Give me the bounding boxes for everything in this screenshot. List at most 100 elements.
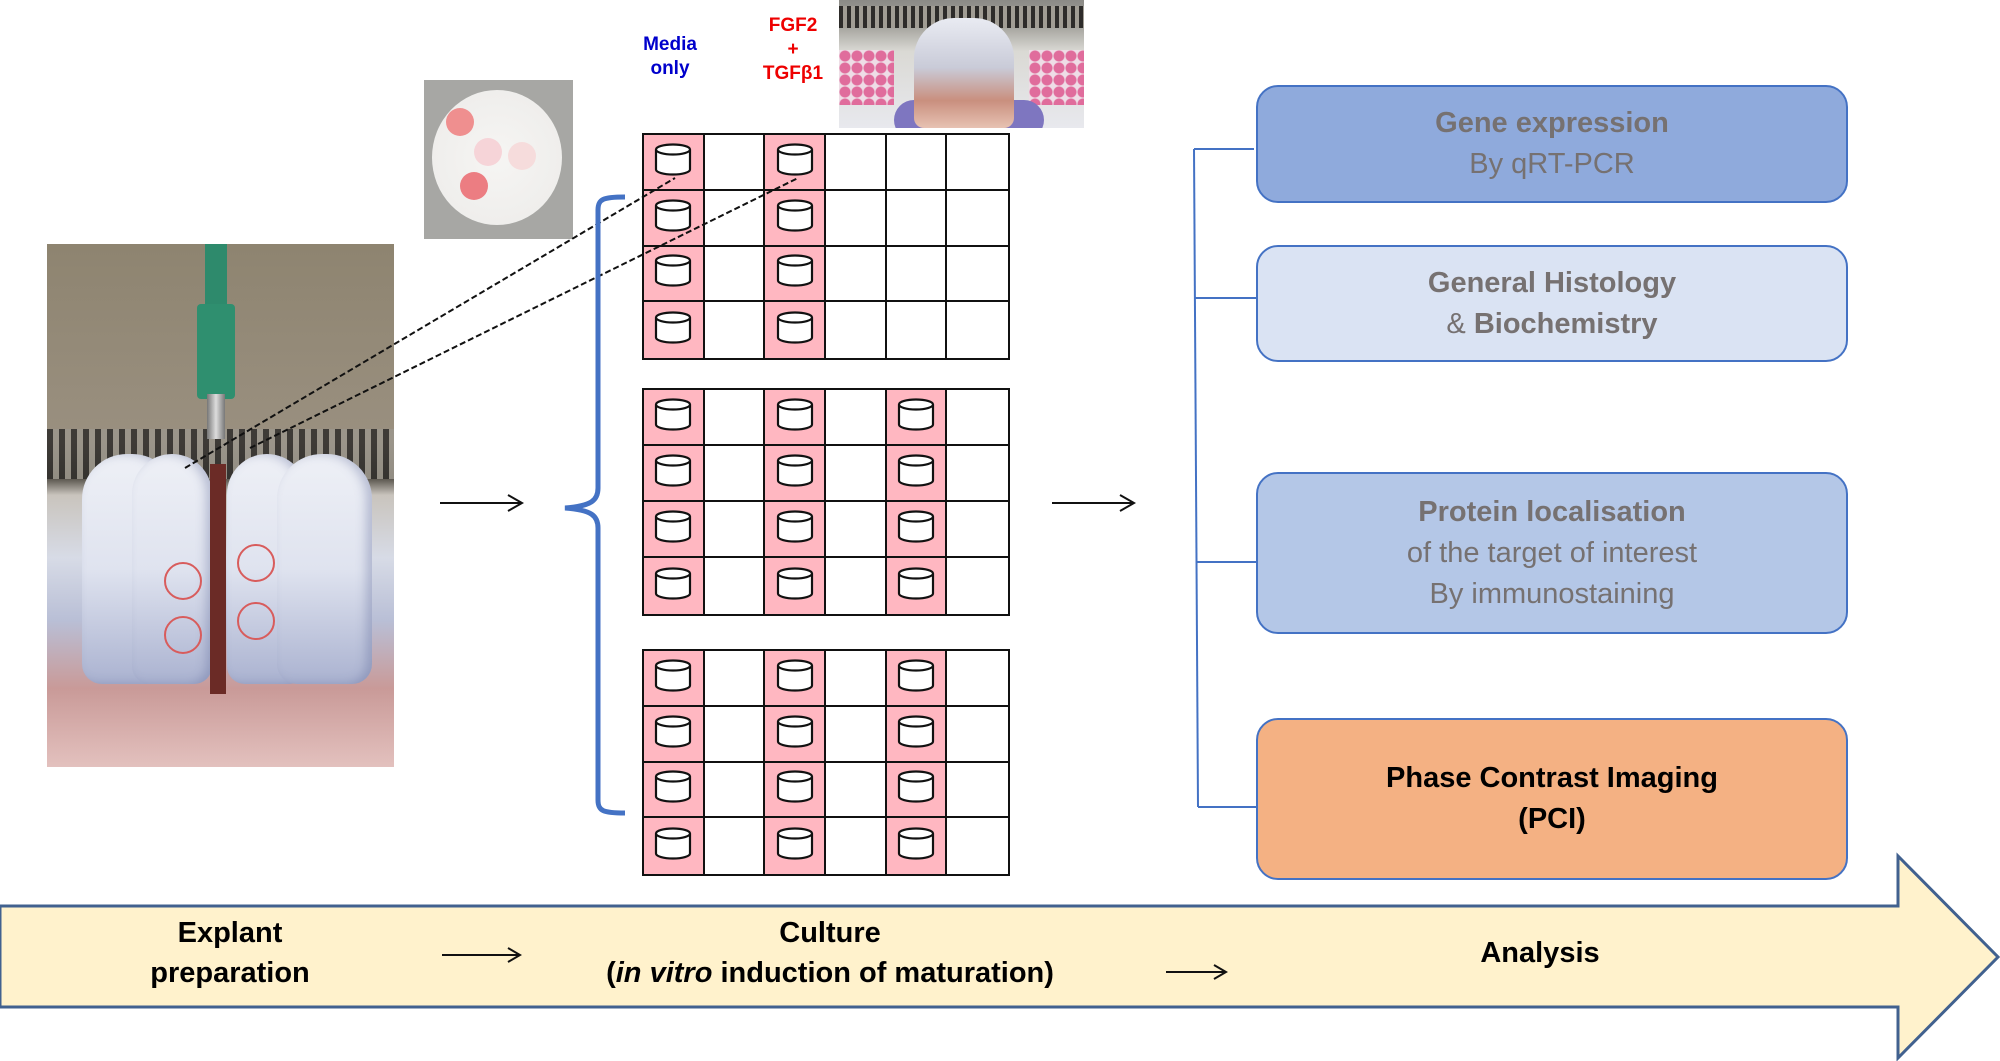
empty-well <box>947 762 1008 819</box>
explant-culture-setup-photo <box>839 0 1084 128</box>
well-with-explant <box>765 706 826 763</box>
empty-well <box>826 651 887 707</box>
explant-cylinder-icon <box>653 397 693 438</box>
well-with-explant <box>765 818 826 874</box>
stage-analysis-label: Analysis <box>1480 937 1600 969</box>
plates-bracket <box>564 194 626 816</box>
well-with-explant <box>765 502 826 558</box>
empty-well <box>704 390 766 446</box>
empty-well <box>704 706 766 763</box>
empty-well <box>826 502 887 558</box>
empty-well <box>886 246 948 303</box>
histology-biochemistry: Biochemistry <box>1473 307 1658 340</box>
explant-cylinder-icon <box>896 453 936 494</box>
empty-well <box>704 762 766 819</box>
empty-well <box>826 302 887 358</box>
well-with-explant <box>886 818 948 874</box>
empty-well <box>886 135 948 191</box>
well-with-explant <box>765 558 826 614</box>
explant-cylinder-icon <box>653 566 693 607</box>
stage-explant-line2: preparation <box>150 957 310 989</box>
punch-mark <box>164 562 202 600</box>
well-with-explant <box>644 706 705 763</box>
paren-open: ( <box>606 957 616 989</box>
explant-cylinder-icon <box>775 509 815 550</box>
pci-title: Phase Contrast Imaging <box>1386 762 1718 794</box>
well-with-explant <box>765 651 826 707</box>
histology-line2: & Biochemistry <box>1446 304 1657 345</box>
culture-plate <box>839 50 894 105</box>
media-only-label-line2: only <box>650 58 690 79</box>
empty-well <box>947 706 1008 763</box>
treatment-label-plus: + <box>787 39 799 60</box>
arrow-explant-to-culture <box>440 494 525 512</box>
explant-cylinder-icon <box>775 397 815 438</box>
cartilage-plug <box>474 138 502 166</box>
well-with-explant <box>886 390 948 446</box>
stage-culture-line2: (in vitro induction of maturation) <box>540 953 1120 993</box>
explant-cylinder-icon <box>775 197 815 238</box>
empty-well <box>704 651 766 707</box>
empty-well <box>704 502 766 558</box>
well-with-explant <box>644 502 705 558</box>
empty-well <box>826 706 887 763</box>
empty-well <box>826 762 887 819</box>
analysis-connector <box>1193 148 1256 808</box>
well-with-explant <box>644 651 705 707</box>
empty-well <box>826 558 887 614</box>
empty-well <box>947 558 1008 614</box>
protein-line2: of the target of interest <box>1406 536 1698 569</box>
empty-well <box>947 651 1008 707</box>
well-with-explant <box>886 651 948 707</box>
explant-photo <box>47 244 394 767</box>
in-vitro-text: in vitro <box>615 957 713 989</box>
stage-culture: Culture (in vitro induction of maturatio… <box>540 913 1120 993</box>
analysis-gene-expression: Gene expression By qRT-PCR <box>1256 85 1848 203</box>
treatment-label: FGF2 + TGFβ1 <box>748 14 838 86</box>
arrow-culture-to-analysis <box>1052 494 1137 512</box>
well-with-explant <box>644 302 705 358</box>
stage-explant-line1: Explant <box>177 917 283 949</box>
explant-cylinder-icon <box>896 509 936 550</box>
well-with-explant <box>765 762 826 819</box>
gene-expression-method: By qRT-PCR <box>1469 148 1635 180</box>
empty-well <box>826 446 887 502</box>
well-with-explant <box>644 390 705 446</box>
analysis-histology: General Histology & Biochemistry <box>1256 245 1848 362</box>
explant-cylinder-icon <box>775 453 815 494</box>
empty-well <box>704 135 766 191</box>
well-with-explant <box>765 135 826 191</box>
empty-well <box>947 246 1008 303</box>
well-plate-3 <box>642 649 1010 876</box>
well-with-explant <box>765 302 826 358</box>
well-plate-2 <box>642 388 1010 616</box>
well-with-explant <box>886 706 948 763</box>
empty-well <box>704 302 766 358</box>
well-plate-1 <box>642 133 1010 360</box>
fume-hood-grille <box>839 6 1084 28</box>
explant-cylinder-icon <box>775 310 815 351</box>
explant-cylinder-icon <box>775 826 815 867</box>
punch-mark <box>237 544 275 582</box>
explant-cylinder-icon <box>775 657 815 698</box>
well-with-explant <box>765 246 826 303</box>
empty-well <box>704 558 766 614</box>
explant-cylinder-icon <box>653 657 693 698</box>
empty-well <box>704 446 766 502</box>
media-only-label-line1: Media <box>643 34 697 55</box>
analysis-protein-localisation: Protein localisation of the target of in… <box>1256 472 1848 634</box>
well-with-explant <box>886 446 948 502</box>
biopsy-punch <box>207 394 225 439</box>
punch-mark <box>237 602 275 640</box>
histology-title: General Histology <box>1427 266 1677 299</box>
empty-well <box>947 135 1008 191</box>
timeline-arrow-1 <box>442 947 522 963</box>
empty-well <box>826 246 887 303</box>
culture-plate <box>1029 50 1084 105</box>
explant-cylinder-icon <box>775 769 815 810</box>
empty-well <box>947 818 1008 874</box>
explant-cylinder-icon <box>896 713 936 754</box>
well-with-explant <box>644 558 705 614</box>
explant-cylinder-icon <box>896 769 936 810</box>
explant-cylinder-icon <box>775 566 815 607</box>
